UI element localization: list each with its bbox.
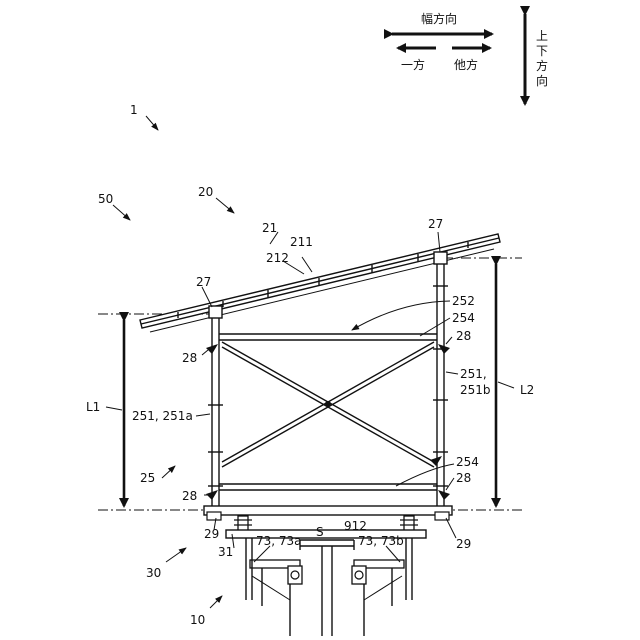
label-27-left: 27 [196,275,211,289]
label-10: 10 [190,613,205,627]
label-252: 252 [452,294,475,308]
vertical-direction-label-1: 上 [536,29,548,43]
label-29-left: 29 [204,527,219,541]
label-S: S [316,525,324,539]
label-21: 21 [262,221,277,235]
other-side-label: 他方 [454,57,478,72]
label-28-right-bottom: 28 [456,471,471,485]
label-1: 1 [130,103,138,117]
label-28-left-top: 28 [182,351,197,365]
label-31: 31 [218,545,233,559]
label-L1: L1 [86,400,100,414]
label-L2: L2 [520,383,534,397]
frame-structure [204,252,452,520]
label-27-right: 27 [428,217,443,231]
solar-panel [140,234,500,332]
label-254-top: 254 [452,311,475,325]
vertical-direction-label-3: 方 [536,58,548,73]
label-28-left-bottom: 28 [182,489,197,503]
label-73-73b: 73, 73b [358,534,404,548]
orientation-legend: 幅方向 一方 他方 上 下 方 向 [392,11,548,104]
width-direction-label: 幅方向 [421,11,457,26]
label-50: 50 [98,192,113,206]
label-211: 211 [290,235,313,249]
label-251-251a: 251, 251a [132,409,193,423]
label-251-right: 251, [460,367,487,381]
label-28-right-top: 28 [456,329,471,343]
one-side-label: 一方 [401,57,425,72]
label-30: 30 [146,566,161,580]
label-212: 212 [266,251,289,265]
label-25: 25 [140,471,155,485]
label-254-bottom: 254 [456,455,479,469]
vertical-direction-label-4: 向 [536,73,548,88]
reference-labels: 1 50 20 21 211 212 27 27 252 254 28 28 2… [86,103,534,627]
label-29-right: 29 [456,537,471,551]
label-73-73a: 73, 73a [256,534,302,548]
label-20: 20 [198,185,213,199]
label-912: 912 [344,519,367,533]
vertical-direction-label-2: 下 [536,44,548,58]
label-251b: 251b [460,383,491,397]
